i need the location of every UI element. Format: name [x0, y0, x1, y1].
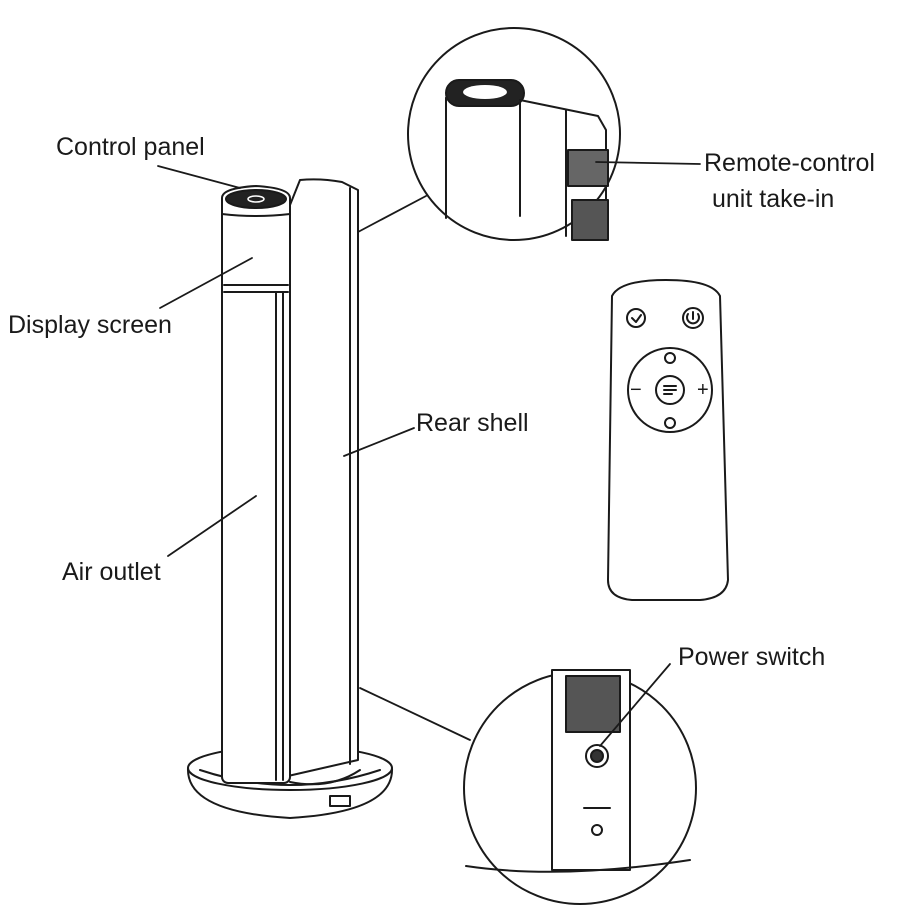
label-control-panel: Control panel	[56, 133, 205, 161]
remote-minus-button: −	[630, 379, 642, 401]
label-power-switch: Power switch	[678, 643, 826, 671]
clock-icon	[664, 417, 676, 429]
label-remote-line2: unit take-in	[712, 185, 835, 213]
label-rear-shell: Rear shell	[416, 409, 529, 437]
zoom-circle-bottom	[463, 669, 697, 905]
remote-dpad	[627, 347, 713, 433]
label-display-screen: Display screen	[8, 311, 172, 339]
label-air-outlet: Air outlet	[62, 558, 161, 586]
remote-control	[607, 279, 729, 601]
fan-control-panel	[221, 185, 291, 217]
power-icon-mark	[686, 311, 700, 325]
leader-lines	[157, 161, 701, 747]
label-remote-line1: Remote-control	[704, 149, 875, 177]
timer-icon	[626, 308, 646, 328]
fan-icon	[664, 352, 676, 364]
zoom-circle-top	[407, 27, 621, 241]
mode-icon-mark	[663, 385, 677, 395]
mode-icon	[655, 375, 685, 405]
timer-icon-mark	[631, 314, 642, 323]
power-icon	[682, 307, 704, 329]
remote-plus-button: +	[697, 379, 709, 401]
fan-rear-shell	[287, 178, 361, 786]
fan-front-column	[221, 197, 291, 784]
